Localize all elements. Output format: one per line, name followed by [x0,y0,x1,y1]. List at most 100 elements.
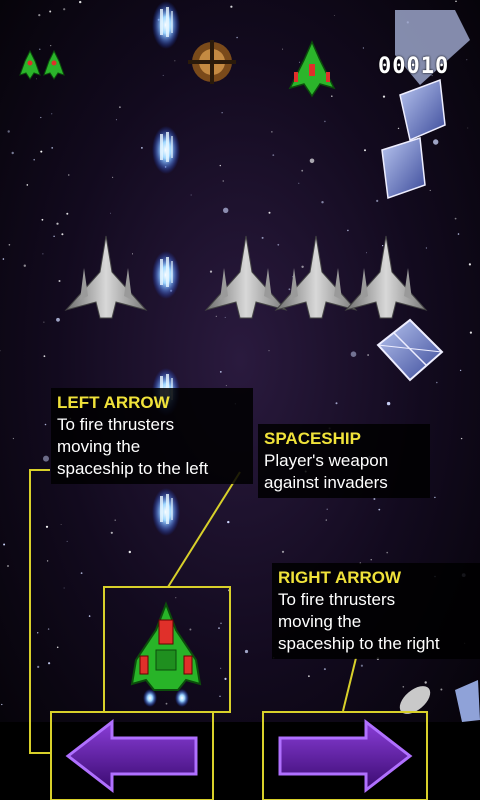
star [7,565,9,567]
star [236,36,238,39]
star [38,14,41,17]
star [33,158,35,161]
star [43,355,46,358]
star [282,48,284,50]
star [219,695,221,697]
right-arrow-button[interactable] [262,711,428,800]
left-arrow-callout-title: LEFT ARROW [57,393,170,412]
star [455,0,457,3]
star [50,45,52,47]
star [261,236,264,239]
star [88,615,91,617]
star [366,252,367,254]
star [2,258,5,260]
right-arrow-callout-title: RIGHT ARROW [278,568,402,587]
star [378,508,381,511]
star [298,182,300,184]
star [288,288,291,291]
star [469,331,472,334]
star [333,15,335,16]
star [402,686,405,688]
star [467,127,469,129]
star [272,154,275,157]
star [220,622,222,625]
star [53,235,55,237]
star [112,176,114,178]
star [48,662,51,665]
star [11,151,14,155]
spaceship-callout-desc: Player's weapon against invaders [264,451,389,492]
star [466,59,468,61]
right-arrow-callout: RIGHT ARROW To fire thrusters moving the… [272,563,480,659]
star [7,130,10,133]
star [360,664,363,667]
space-station-debris [376,10,480,722]
star [12,437,14,440]
star [56,222,59,225]
star [268,350,270,352]
star [224,316,226,318]
left-arrow-icon [65,718,198,794]
star [219,371,222,373]
star [174,60,176,62]
star [132,253,133,255]
green-enemy-ship [288,40,336,98]
star [23,264,26,267]
star [397,127,400,130]
star [42,253,44,255]
star [80,572,83,574]
star [277,243,280,246]
star [114,519,116,521]
left-arrow-button[interactable] [50,711,214,800]
star [220,667,222,669]
right-arrow-callout-desc: To fire thrusters moving the spaceship t… [278,590,440,653]
star [60,524,62,525]
star [309,158,315,164]
right-arrow-icon [278,718,413,794]
star [1,703,3,706]
star [165,702,168,705]
star [429,189,431,191]
star [141,147,143,149]
left-arrow-callout-desc: To fire thrusters moving the spaceship t… [57,415,209,478]
star [58,280,61,282]
star [460,437,463,440]
star [46,560,49,562]
star [457,233,460,235]
star [321,201,324,204]
star [370,559,372,561]
star [110,531,113,534]
star [128,550,131,554]
player-spaceship [130,601,202,707]
star [433,139,439,145]
star [44,423,47,426]
star [301,169,304,172]
star [362,47,364,49]
star [281,550,285,553]
star [37,665,40,669]
star [8,244,11,246]
star [301,265,304,268]
star [218,627,220,629]
star [43,321,45,323]
star [382,245,384,247]
star [223,207,229,213]
spaceship-callout: SPACESHIP Player's weapon against invade… [258,424,430,498]
star [37,632,39,634]
star [39,48,41,50]
star [268,211,271,214]
star [56,317,60,322]
star [424,681,427,684]
star [40,150,43,153]
star [350,351,357,358]
star [331,95,333,97]
star [3,543,6,546]
star [189,628,192,631]
star [215,315,217,317]
star [436,381,438,384]
star [51,113,53,115]
star [222,180,224,182]
star [347,229,349,232]
star [66,540,68,542]
star [454,217,457,220]
